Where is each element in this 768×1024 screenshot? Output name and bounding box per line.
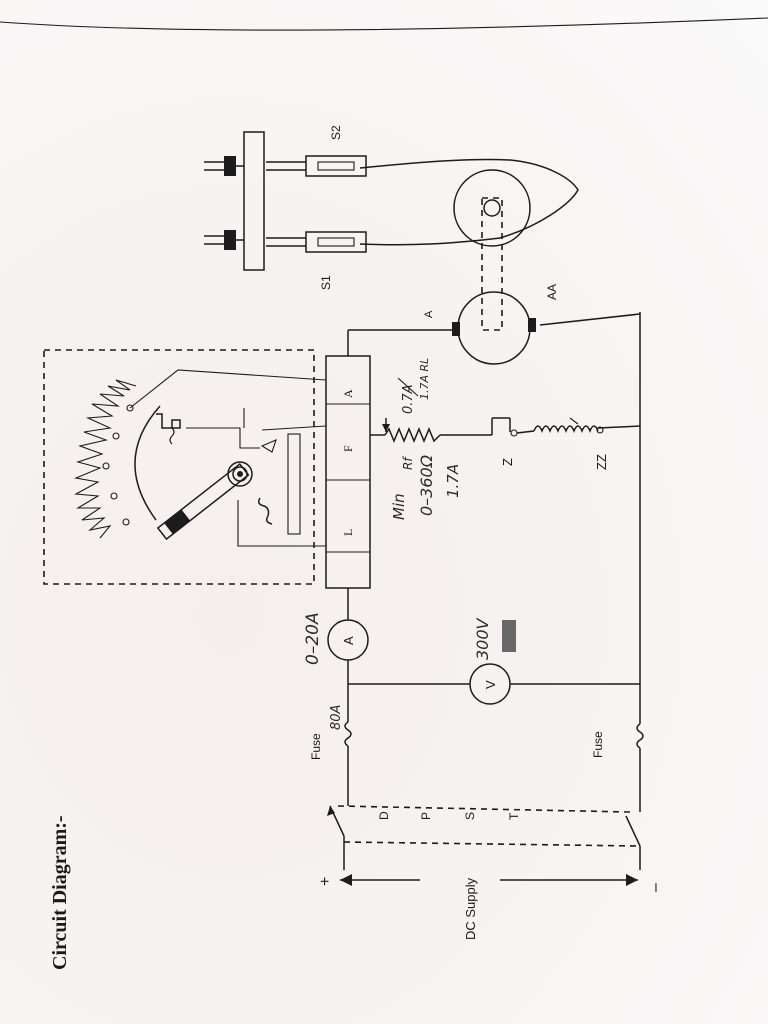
dc-supply-label: DC Supply: [463, 877, 478, 940]
dpst-letter-d: D: [377, 811, 391, 820]
rheostat-rf: Rf: [401, 456, 415, 470]
voltmeter-scribble: [502, 620, 516, 652]
rheostat-strike: [397, 377, 419, 397]
voltmeter-range: 300V: [473, 617, 492, 660]
minus-sign: –: [647, 883, 664, 892]
field-rheostat: [382, 418, 441, 443]
brake-drum: [359, 158, 579, 247]
spring-balance-s1: [266, 231, 367, 253]
balance-frame: [204, 131, 265, 271]
voltmeter: V 300V: [469, 617, 516, 705]
rheostat-min: Min: [390, 493, 408, 520]
page-title: Circuit Diagram:-: [49, 815, 71, 970]
terminal-a: A: [341, 389, 355, 398]
rheostat-note-1: 0.7A: [401, 384, 416, 414]
rheostat-current: 1.7A: [444, 464, 462, 498]
plus-sign: +: [317, 877, 334, 886]
dpst-linkage: [337, 805, 631, 813]
field-coil: [533, 425, 599, 434]
field-zz: ZZ: [594, 454, 609, 470]
dc-supply: DC Supply + –: [317, 868, 664, 940]
dpst-letter-p: P: [419, 812, 433, 820]
rheostat-range: 0–360Ω: [417, 454, 436, 516]
starter-contact-arc: [134, 405, 161, 521]
dpst-switch: D P S T: [327, 805, 641, 870]
shunt-field: [510, 417, 604, 437]
terminal-f: F: [341, 445, 355, 452]
starter-mechanism: [74, 369, 327, 547]
armature-aa: AA: [545, 284, 559, 300]
fuse-bottom-symbol: [636, 723, 644, 749]
ammeter: A 0–20A: [303, 612, 369, 665]
dpst-letter-s: S: [463, 812, 477, 820]
supply-label-bg: [420, 868, 500, 892]
starter-enclosure: [43, 349, 315, 585]
spring-balance-s2: [266, 155, 367, 177]
dpst-linkage-lower: [343, 841, 639, 847]
armature: [452, 197, 536, 365]
supply-arrow-head-left: [340, 874, 352, 886]
s1-label: S1: [319, 275, 333, 290]
wiring: [344, 312, 644, 812]
dpst-blade-bottom: [625, 815, 641, 847]
terminal-l: L: [341, 529, 355, 536]
shaft-coupling: [481, 197, 503, 331]
fuse-bottom-label: Fuse: [591, 731, 605, 758]
supply-arrow-head-right: [626, 874, 638, 886]
fuse-top-rating: 80A: [329, 705, 344, 730]
armature-a: A: [423, 310, 435, 318]
field-z: Z: [500, 458, 515, 466]
ammeter-range: 0–20A: [303, 612, 323, 665]
s2-label: S2: [329, 125, 343, 140]
voltmeter-symbol: V: [483, 680, 498, 689]
paper-edge: [0, 17, 768, 31]
fuse-top-label: Fuse: [309, 733, 323, 760]
rheostat-note-2: 1.7A RL: [418, 358, 431, 400]
dpst-letter-t: T: [507, 812, 521, 820]
starter-resistance: [74, 379, 137, 539]
ammeter-symbol: A: [341, 636, 356, 645]
fuse-top-symbol: [344, 721, 352, 747]
starter-terminal-strip: L F A: [325, 355, 371, 589]
